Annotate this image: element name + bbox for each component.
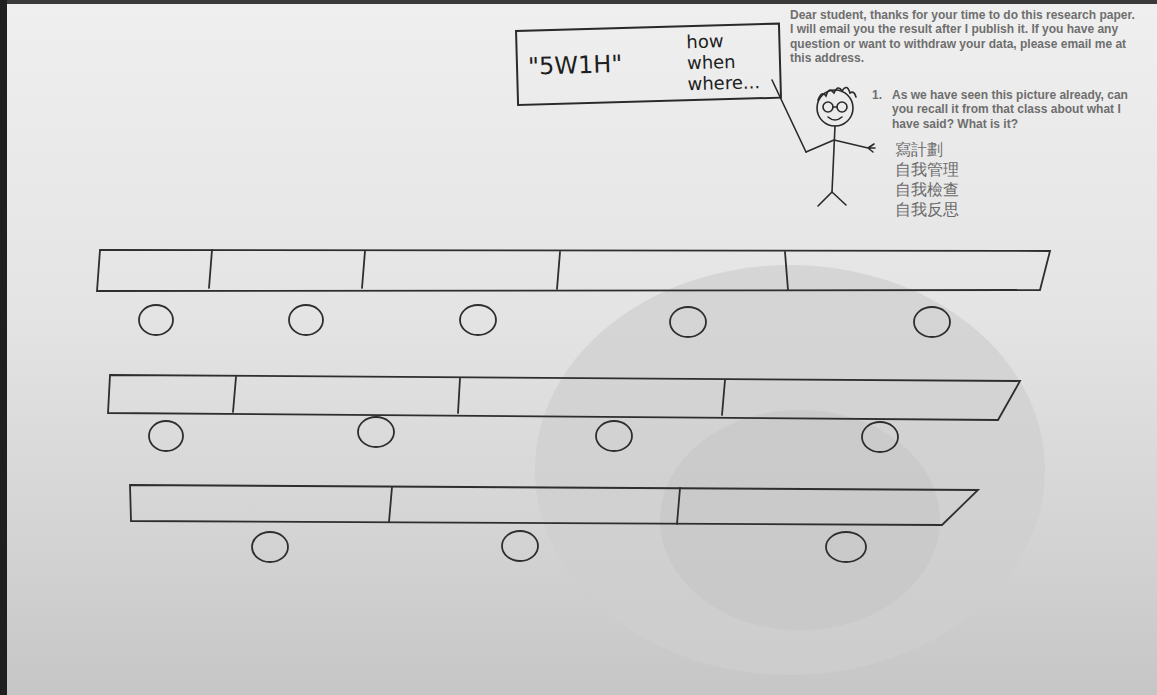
bar xyxy=(130,485,978,525)
bar xyxy=(108,375,1020,420)
photo-edge xyxy=(0,0,1157,4)
circle xyxy=(914,307,950,337)
circle xyxy=(139,305,173,335)
faint-print: 自我反思 xyxy=(895,200,1015,219)
sign-note: how when where... xyxy=(686,30,770,94)
head xyxy=(817,90,853,126)
sign-pole xyxy=(772,80,806,152)
stick-figure xyxy=(772,80,875,206)
divider xyxy=(233,377,725,415)
faint-circle xyxy=(535,265,1045,675)
divider xyxy=(209,250,788,290)
circle xyxy=(862,422,898,452)
sign-board: "5W1H" how when where... xyxy=(515,23,782,107)
faint-circle xyxy=(660,410,940,630)
circle xyxy=(826,532,866,562)
faint-print: 自我管理 xyxy=(895,160,1015,179)
body xyxy=(832,126,835,192)
question-number: 1. xyxy=(872,88,892,102)
mouth xyxy=(828,117,842,120)
bars xyxy=(97,250,1050,525)
legs xyxy=(818,192,846,206)
faint-print: 寫計劃 xyxy=(895,140,1015,159)
faint-print: Dear student, thanks for your time to do… xyxy=(790,8,1135,66)
circle xyxy=(596,421,632,451)
circle xyxy=(502,531,538,561)
circle xyxy=(289,305,323,335)
circle xyxy=(670,307,706,337)
bar xyxy=(97,250,1050,291)
circle xyxy=(252,532,288,562)
circles xyxy=(139,305,950,562)
circle xyxy=(358,417,394,447)
circle xyxy=(149,421,183,451)
glasses xyxy=(823,102,833,112)
glasses xyxy=(833,106,837,108)
faint-print: 自我檢查 xyxy=(895,180,1015,199)
arms xyxy=(806,140,875,152)
sign-title: "5W1H" xyxy=(528,51,623,81)
faint-print: As we have seen this picture already, ca… xyxy=(892,88,1137,131)
circle xyxy=(460,305,496,335)
divider xyxy=(389,487,680,524)
hair xyxy=(818,87,856,100)
glasses xyxy=(837,102,847,112)
photo-edge xyxy=(0,0,7,695)
